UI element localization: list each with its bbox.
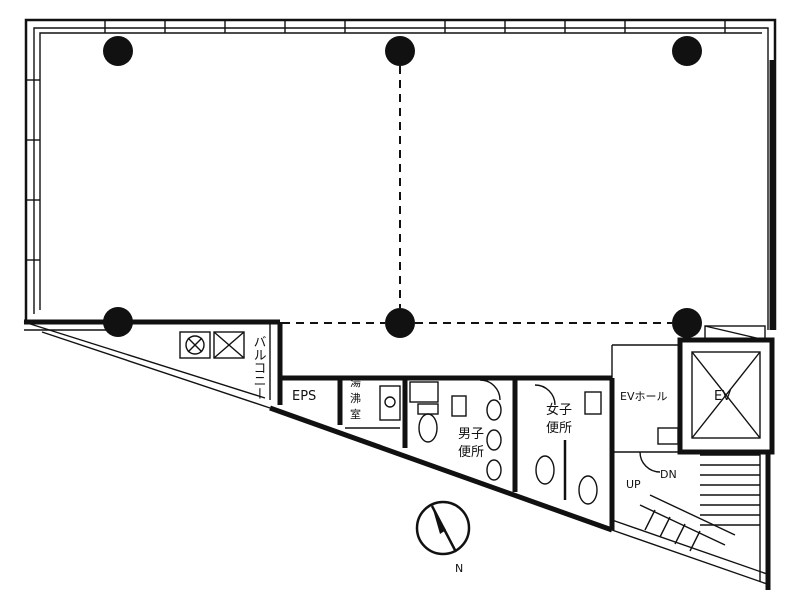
ac-unit-box xyxy=(213,331,245,359)
ac-unit-box xyxy=(179,331,211,359)
column xyxy=(385,308,415,338)
balcony-area: バルコニー xyxy=(179,322,283,405)
stairs-up-label: UP xyxy=(626,478,641,491)
north-label: N xyxy=(455,562,463,575)
ev-hall-label: EVホール xyxy=(620,390,667,403)
mens-restroom: 男子 便所 xyxy=(405,375,518,492)
north-arrow: N xyxy=(415,500,471,575)
eps-room: EPS xyxy=(280,375,343,425)
balcony-label: バルコニー xyxy=(251,335,267,400)
toilet-icon xyxy=(418,413,438,443)
elevator: EV xyxy=(677,325,775,455)
column xyxy=(103,36,133,66)
stairs-down-label: DN xyxy=(660,468,677,481)
ev-hall: EVホール xyxy=(611,344,680,453)
mens-label-1: 男子 xyxy=(458,427,484,442)
urinal-icon xyxy=(486,399,502,421)
pantry-label-3: 室 xyxy=(350,407,361,421)
mens-label-2: 便所 xyxy=(458,445,484,460)
window-mullions-left xyxy=(26,79,40,261)
eps-label: EPS xyxy=(292,389,316,404)
sink-icon xyxy=(379,385,401,421)
pantry-label-1: 湯 xyxy=(350,376,361,389)
womens-restroom: 女子 便所 xyxy=(515,375,615,530)
office-bottom-wall xyxy=(24,319,280,331)
stairs: UP DN xyxy=(626,451,771,590)
column xyxy=(103,307,133,337)
urinal-icon xyxy=(486,429,502,451)
womens-label-2: 便所 xyxy=(546,421,572,436)
womens-label-1: 女子 xyxy=(546,402,572,418)
toilet-icon xyxy=(535,455,555,485)
pantry-room: 湯 沸 室 xyxy=(340,375,408,448)
column xyxy=(672,308,702,338)
window-mullions-top xyxy=(104,20,726,33)
urinal-icon xyxy=(486,459,502,481)
ev-label: EV xyxy=(714,389,731,404)
compass-circle xyxy=(415,500,471,556)
column xyxy=(385,36,415,66)
diagonal-wall xyxy=(23,321,771,586)
toilet-icon xyxy=(578,475,598,505)
pantry-label-2: 沸 xyxy=(350,392,361,405)
column xyxy=(672,36,702,66)
columns xyxy=(103,36,702,338)
outer-wall xyxy=(24,18,777,330)
ac-fan-icon xyxy=(185,335,205,355)
grid-lines xyxy=(282,66,672,324)
